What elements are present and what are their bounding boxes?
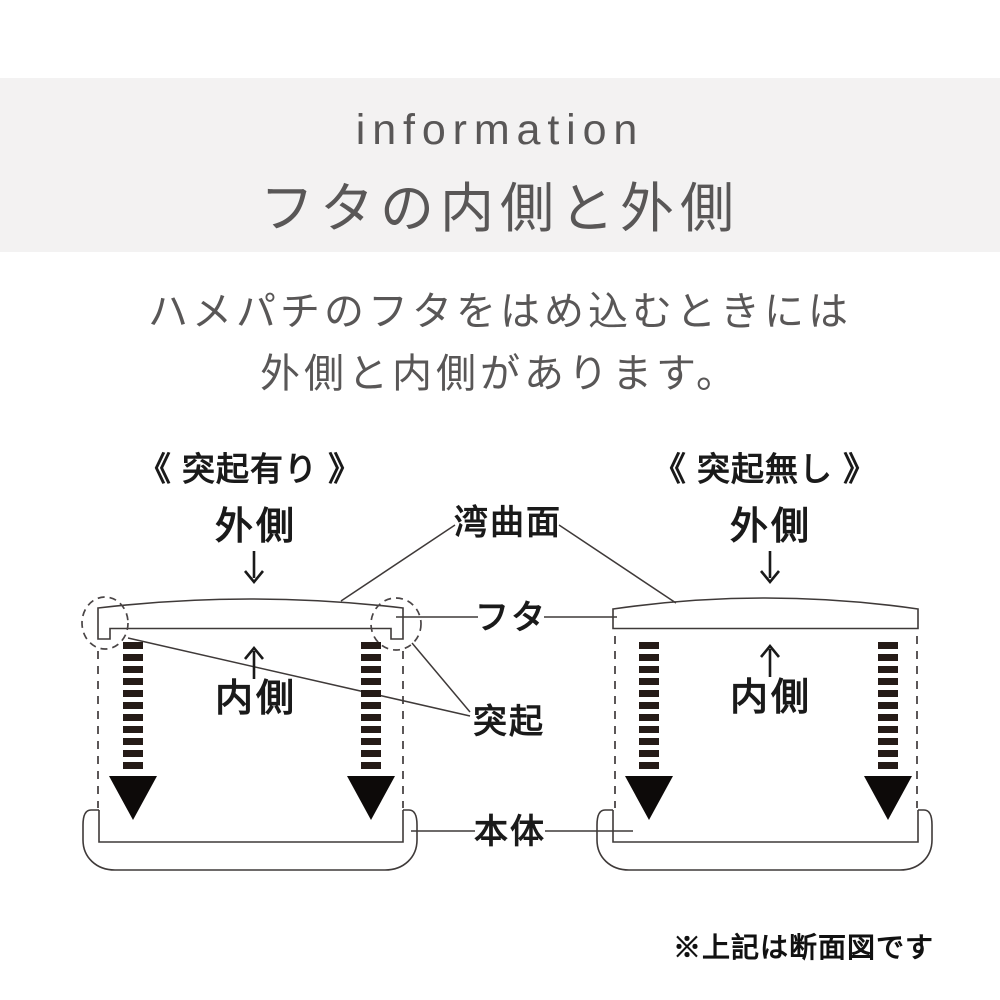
header-eyebrow: information [355,106,645,154]
outside-down-arrow-left-icon [243,551,265,585]
right-outside-label: 外側 [729,506,813,548]
header-band: information フタの内側と外側 [0,78,1000,252]
protrusion-highlight-circle-right [370,597,422,651]
left-outside-label: 外側 [214,506,298,548]
right-inside-label: 内側 [729,677,813,719]
page-title: フタの内側と外側 [260,179,740,239]
lid-label: フタ [475,599,547,637]
snap-arrow [109,642,157,820]
snap-direction-arrows [109,642,912,820]
right-lid-shape [612,597,919,630]
left-lid-shape [97,598,404,640]
protrusion-callout-lines [127,637,471,717]
left-inside-label: 内側 [214,678,298,720]
description-line-2: 外側と内側があります。 [260,352,740,396]
left-diagram-title: 《 突起有り 》 [137,450,363,488]
inside-up-arrow-left-icon [243,645,265,679]
inside-up-arrow-right-icon [759,643,781,677]
protrusion-highlight-circle-left [81,596,129,650]
description: ハメパチのフタをはめ込むときには 外側と内側があります。 [0,281,1000,405]
snap-arrow [347,642,395,820]
description-line-1: ハメパチのフタをはめ込むときには [148,290,852,334]
curved-surface-callout-lines [340,524,677,604]
body-label: 本体 [474,813,546,851]
guide-dashed-lines [97,636,918,808]
protrusion-label: 突起 [473,703,545,741]
right-body-shape [596,809,933,871]
snap-arrow [864,642,912,820]
right-body-inner-wall [612,810,919,843]
snap-arrow [625,642,673,820]
left-body-inner-wall [98,810,404,843]
right-diagram-title: 《 突起無し 》 [652,450,878,488]
outside-down-arrow-right-icon [759,551,781,585]
footnote: ※上記は断面図です [672,932,934,963]
curved-surface-label: 湾曲面 [454,504,562,542]
left-body-shape [82,809,418,871]
